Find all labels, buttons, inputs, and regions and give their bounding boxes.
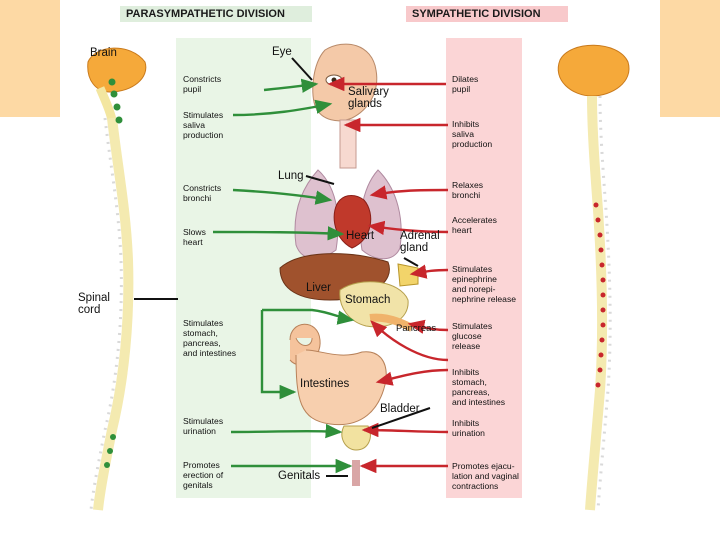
bladder-label: Bladder (380, 403, 420, 415)
sympathetic-panel (446, 38, 522, 498)
para-stimulates-urination: Stimulates urination (183, 416, 224, 436)
para-stimulates-digestion: Stimulates stomach, pancreas, and intest… (183, 318, 237, 358)
symp-stimulates-glucose: Stimulates glucose release (452, 321, 493, 351)
brain-label: Brain (90, 47, 117, 59)
leader-lines (134, 57, 431, 477)
lung-label: Lung (278, 170, 304, 182)
stomach-label: Stomach (345, 294, 391, 306)
parasympathetic-pathways (212, 78, 355, 474)
intestines-label: Intestines (300, 378, 350, 390)
parasympathetic-header: PARASYMPATHETIC DIVISION (120, 6, 312, 22)
symp-inhibits-urination: Inhibits urination (452, 418, 485, 438)
left-brain-spine (87, 47, 147, 511)
sympathetic-pathways (327, 76, 449, 474)
para-constricts-pupil: Constricts pupil (183, 74, 222, 94)
para-stimulates-saliva: Stimulates saliva production (183, 110, 224, 140)
eye-label: Eye (272, 46, 292, 58)
symp-inhibits-saliva: Inhibits saliva production (452, 119, 493, 149)
symp-relaxes-bronchi: Relaxes bronchi (452, 180, 484, 200)
para-promotes-erection: Promotes erection of genitals (183, 460, 224, 490)
pancreas-label: Pancreas (396, 323, 437, 334)
symp-stimulates-epinephrine: Stimulates epinephrine and norepi- nephr… (452, 264, 517, 304)
adrenal-gland-label: Adrenal gland (400, 230, 440, 254)
accent-background-left (0, 0, 60, 117)
right-brain-spine (557, 44, 630, 511)
symp-accelerates-heart: Accelerates heart (452, 215, 497, 235)
sympathetic-header: SYMPATHETIC DIVISION (406, 6, 568, 22)
accent-background-right (660, 0, 720, 117)
para-constricts-bronchi: Constricts bronchi (183, 183, 222, 203)
heart-label: Heart (346, 230, 375, 242)
symp-dilates-pupil: Dilates pupil (452, 74, 479, 94)
salivary-glands-label: Salivary glands (348, 86, 389, 110)
para-slows-heart: Slows heart (183, 227, 206, 247)
liver-label: Liver (306, 282, 331, 294)
symp-inhibits-digestion: Inhibits stomach, pancreas, and intestin… (452, 367, 506, 407)
spinal-cord-label: Spinal cord (78, 292, 110, 316)
genitals-label: Genitals (278, 470, 321, 482)
symp-promotes-ejaculation: Promotes ejacu- lation and vaginal contr… (452, 461, 519, 491)
